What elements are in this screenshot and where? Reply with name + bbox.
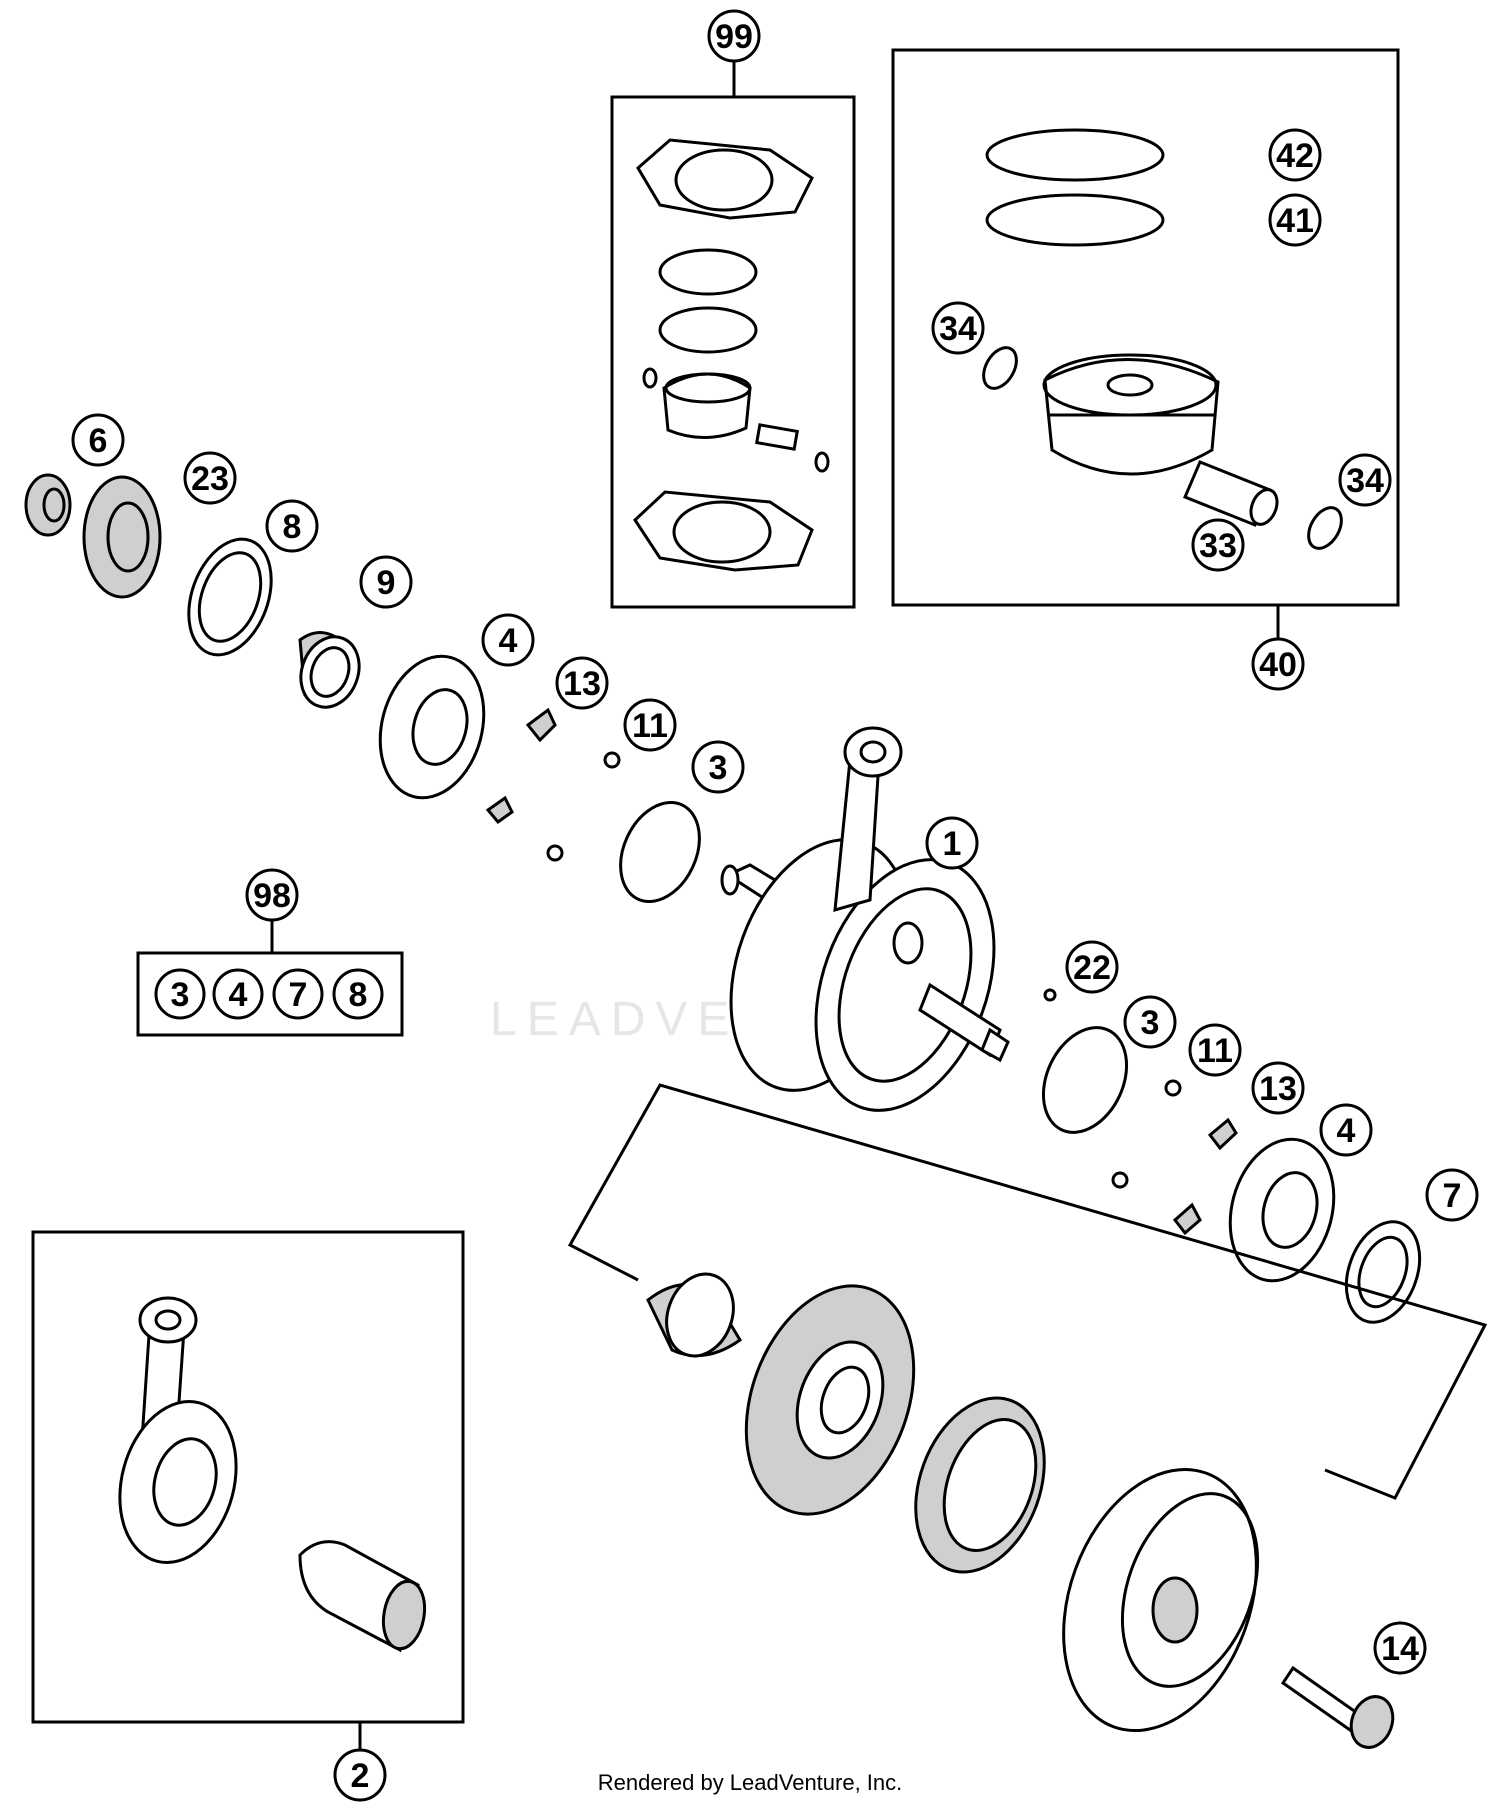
- callout-2[interactable]: 2: [333, 1748, 387, 1802]
- callout-1[interactable]: 1: [925, 816, 979, 870]
- screw-13-right: [1207, 1117, 1238, 1151]
- svg-text:11: 11: [1197, 1032, 1233, 1070]
- callout-34-left[interactable]: 34: [931, 301, 985, 355]
- key-22: [1043, 988, 1057, 1002]
- rotor-bolt: [1280, 1665, 1363, 1733]
- svg-text:8: 8: [349, 976, 368, 1014]
- plug-11-left: [603, 751, 621, 769]
- svg-text:23: 23: [191, 460, 229, 498]
- svg-text:42: 42: [1276, 137, 1314, 175]
- svg-text:6: 6: [89, 422, 108, 460]
- shaft-seal-7: [1344, 1220, 1422, 1324]
- svg-text:1: 1: [943, 825, 962, 863]
- kit-98-item-4: 8: [332, 968, 384, 1020]
- callout-6[interactable]: 6: [71, 413, 125, 467]
- svg-text:22: 22: [1073, 949, 1111, 987]
- plug-11-right-b: [1111, 1171, 1129, 1189]
- crankshaft: [720, 726, 1010, 1112]
- svg-text:98: 98: [253, 877, 291, 915]
- cylinder-head-gasket: [636, 138, 814, 220]
- bearing-kit-98: 3 4 7 8: [136, 918, 404, 1037]
- circlip-right: [1307, 506, 1343, 550]
- primary-gear: [82, 475, 162, 599]
- piston: [1043, 358, 1220, 476]
- kit-98-item-3: 7: [272, 968, 324, 1020]
- svg-text:11: 11: [632, 707, 668, 745]
- svg-text:33: 33: [1199, 527, 1237, 565]
- svg-text:41: 41: [1276, 202, 1314, 240]
- kit-98-item-1: 3: [154, 968, 206, 1020]
- cylinder-base-gasket: [633, 490, 814, 572]
- footer-credit: Rendered by LeadVenture, Inc.: [598, 1770, 903, 1795]
- svg-text:7: 7: [1443, 1177, 1462, 1215]
- callout-13-right[interactable]: 13: [1251, 1061, 1305, 1115]
- svg-text:4: 4: [499, 622, 518, 660]
- svg-text:4: 4: [1337, 1112, 1356, 1150]
- svg-text:2: 2: [351, 1757, 370, 1795]
- main-bearing-left: [378, 654, 486, 800]
- callout-13-left[interactable]: 13: [555, 656, 609, 710]
- callout-14[interactable]: 14: [1373, 1621, 1427, 1675]
- callout-41[interactable]: 41: [1268, 193, 1322, 247]
- svg-text:99: 99: [715, 18, 753, 56]
- plug-11-right: [1164, 1079, 1182, 1097]
- callout-4-right[interactable]: 4: [1319, 1103, 1373, 1157]
- callout-22[interactable]: 22: [1065, 940, 1119, 994]
- callout-7[interactable]: 7: [1425, 1168, 1479, 1222]
- main-bearing-right: [1228, 1137, 1336, 1283]
- svg-text:8: 8: [283, 508, 302, 546]
- svg-text:4: 4: [229, 976, 248, 1014]
- kit-piston: [662, 372, 752, 439]
- shaft-seal-8: [187, 537, 273, 657]
- svg-text:3: 3: [709, 749, 728, 787]
- callout-33[interactable]: 33: [1191, 518, 1245, 572]
- o-ring-3-left: [619, 800, 701, 904]
- svg-text:34: 34: [939, 310, 977, 348]
- callout-3-left[interactable]: 3: [691, 740, 745, 794]
- callout-23[interactable]: 23: [183, 451, 237, 505]
- screw-13-left-b: [485, 795, 514, 825]
- svg-text:13: 13: [1259, 1070, 1297, 1108]
- svg-text:34: 34: [1346, 462, 1384, 500]
- callout-4-left[interactable]: 4: [481, 613, 535, 667]
- o-ring-2: [658, 306, 758, 354]
- left-crank-parts: [24, 473, 701, 904]
- kit-98-item-2: 4: [212, 968, 264, 1020]
- svg-text:9: 9: [377, 564, 396, 602]
- svg-text:3: 3: [1141, 1004, 1160, 1042]
- screw-13-right-b: [1172, 1202, 1202, 1236]
- conrod-kit-box: [31, 1230, 465, 1752]
- callout-34-right[interactable]: 34: [1338, 453, 1392, 507]
- callout-11-right[interactable]: 11: [1188, 1023, 1242, 1077]
- callout-11-left[interactable]: 11: [623, 698, 677, 752]
- o-ring-3-right: [1041, 1026, 1129, 1134]
- callout-42[interactable]: 42: [1268, 128, 1322, 182]
- callout-8[interactable]: 8: [265, 499, 319, 553]
- right-crank-parts: [1041, 988, 1422, 1324]
- piston-ring-42: [985, 128, 1165, 182]
- svg-text:13: 13: [563, 665, 601, 703]
- piston-assembly-box: [891, 48, 1400, 640]
- o-ring-1: [658, 248, 758, 296]
- callout-98[interactable]: 98: [245, 868, 299, 922]
- gasket-kit-box: [610, 62, 856, 609]
- circlip-left: [982, 346, 1018, 390]
- svg-text:40: 40: [1259, 646, 1297, 684]
- svg-text:3: 3: [171, 976, 190, 1014]
- screw-13-left: [525, 707, 557, 743]
- starter-clutch-group: [567, 1083, 1488, 1749]
- piston-ring-41: [985, 193, 1165, 247]
- callout-40[interactable]: 40: [1251, 637, 1305, 691]
- svg-text:7: 7: [289, 976, 308, 1014]
- callout-3-right[interactable]: 3: [1123, 995, 1177, 1049]
- callout-9[interactable]: 9: [359, 555, 413, 609]
- plug-11-left-b: [546, 844, 564, 862]
- callout-99[interactable]: 99: [707, 9, 761, 63]
- svg-text:14: 14: [1381, 1630, 1419, 1668]
- piston-pin: [1183, 460, 1272, 527]
